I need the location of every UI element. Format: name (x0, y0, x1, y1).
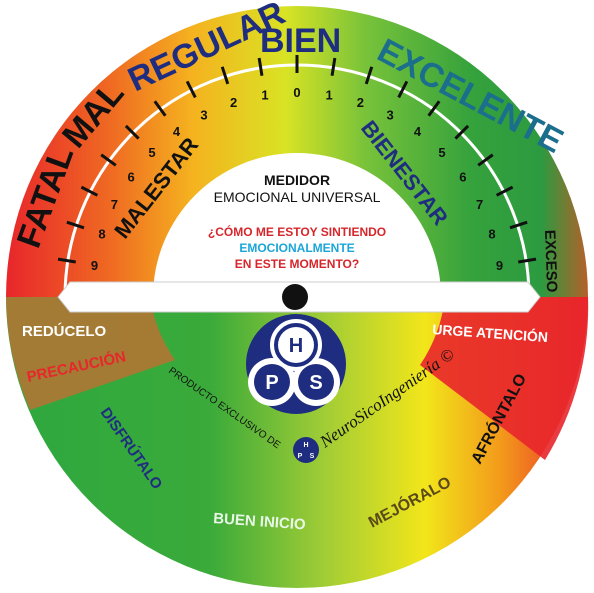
inner-white-panel (153, 153, 441, 297)
scale-tick (220, 66, 230, 85)
scale-number: 8 (488, 227, 495, 242)
pointer-pivot[interactable] (282, 284, 308, 310)
scale-number: 6 (128, 170, 135, 185)
scale-tick (454, 124, 470, 140)
scale-label-bien: BIEN (260, 22, 341, 60)
mini-logo-letter-s: S (310, 453, 315, 460)
scale-tick (495, 185, 514, 197)
logo-letter-h: H (289, 335, 303, 357)
scale-number: 7 (111, 197, 118, 212)
hps-mini-logo: H P S (293, 437, 319, 463)
scale-number: 3 (386, 107, 393, 122)
scale-tick (257, 57, 264, 76)
label-exceso: EXCESO (541, 230, 560, 293)
scale-tick (509, 220, 528, 230)
label-buen-inicio: BUEN INICIO (213, 510, 307, 533)
scale-tick (364, 66, 374, 85)
scale-tick (66, 220, 85, 230)
scale-tick (185, 80, 197, 99)
logo-letter-p: P (265, 372, 278, 394)
center-question-line3: EN ESTE MOMENTO? (235, 257, 359, 271)
center-question-line2: EMOCIONALMENTE (239, 241, 354, 255)
scale-number: 1 (261, 88, 268, 103)
scale-number: 7 (476, 197, 483, 212)
scale-number: 4 (414, 124, 422, 139)
scale-tick (477, 153, 494, 167)
scale-number: 6 (459, 170, 466, 185)
scale-tick (100, 153, 117, 167)
center-title-line2: EMOCIONAL UNIVERSAL (214, 189, 381, 205)
scale-tick (397, 80, 409, 99)
label-reducelo: REDÚCELO (22, 322, 107, 340)
scale-number: 1 (325, 88, 332, 103)
scale-number: 8 (98, 227, 105, 242)
scale-number: 2 (230, 95, 237, 110)
scale-tick (330, 57, 337, 76)
scale-number: 9 (91, 258, 98, 273)
scale-number: 3 (200, 107, 207, 122)
center-title-line1: MEDIDOR (264, 172, 330, 188)
scale-ticks (57, 55, 537, 264)
scale-number: 2 (357, 95, 364, 110)
hps-logo: H P S (246, 314, 346, 414)
scale-tick (518, 257, 537, 264)
scale-number: 5 (438, 145, 445, 160)
scale-tick (153, 100, 167, 117)
mini-logo-letter-h: H (303, 442, 308, 449)
lower-right-urgent-band (420, 297, 589, 460)
scale-tick (427, 100, 441, 117)
upper-gradient-sector (6, 6, 588, 297)
scale-number: 5 (148, 145, 155, 160)
center-question-line1: ¿CÓMO ME ESTOY SINTIENDO (208, 224, 386, 239)
scale-tick (57, 257, 76, 264)
scale-tick (124, 124, 140, 140)
lower-left-warning-band (6, 297, 175, 410)
scale-number: 0 (293, 85, 300, 100)
scale-tick (80, 185, 99, 197)
scale-number: 9 (496, 258, 503, 273)
logo-letter-s: S (309, 372, 322, 394)
scale-number: 4 (173, 124, 181, 139)
mini-logo-letter-p: P (298, 453, 303, 460)
